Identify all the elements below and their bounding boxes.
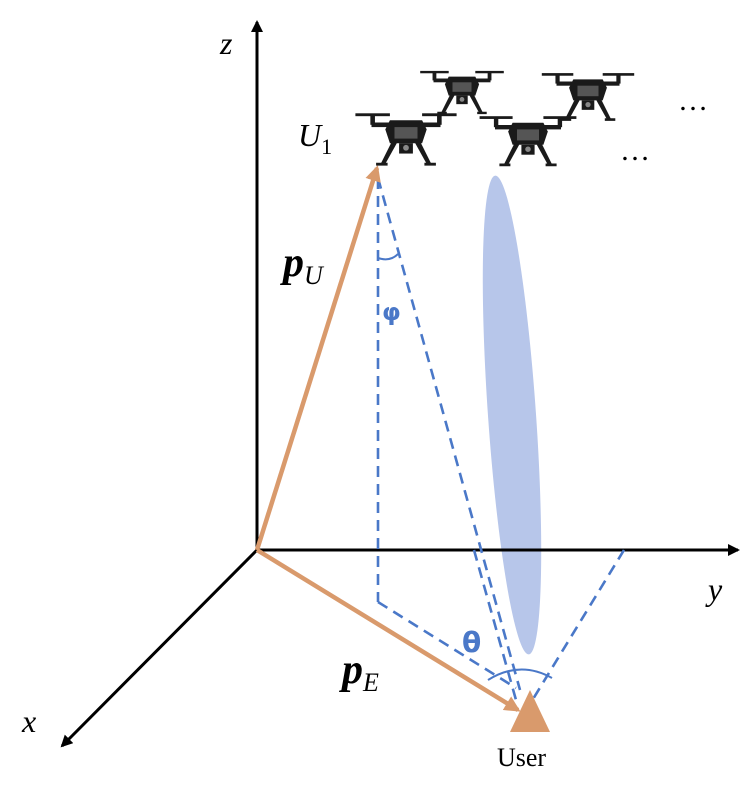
axis-y-label: y	[705, 571, 723, 607]
vector-pu	[254, 165, 381, 551]
beam-ellipse	[482, 175, 542, 655]
dashed-los	[376, 177, 522, 691]
x-axis	[60, 548, 259, 748]
user-label: User	[497, 743, 546, 772]
vector-pu-label: pU	[280, 240, 325, 290]
dashed-geometry	[376, 177, 626, 705]
vector-pu-main: p	[280, 240, 304, 286]
vector-pu-sub: U	[304, 261, 325, 290]
theta-arc	[487, 668, 553, 681]
dashed-right-edge	[528, 549, 626, 705]
quadcopter-icon	[355, 113, 457, 166]
dashed-projection	[377, 600, 517, 690]
uav-label-main: U	[298, 117, 323, 153]
quadcopter-icon	[420, 70, 504, 115]
angle-phi-label: φ	[382, 298, 401, 326]
vector-pe	[255, 548, 521, 712]
vector-pe-sub: E	[362, 668, 379, 697]
quadcopter-icon	[479, 116, 577, 167]
ellipsis-bottom: …	[620, 134, 650, 167]
vector-pe-label: pE	[339, 647, 379, 697]
uav-label: U1	[298, 117, 332, 159]
triangle-user-icon	[510, 690, 550, 732]
ellipsis-top: …	[678, 84, 708, 117]
axis-z-label: z	[219, 25, 233, 61]
axis-x-label: x	[21, 703, 36, 739]
angle-theta-label: θ	[462, 626, 481, 659]
phi-arc	[377, 253, 399, 261]
dashed-mid-edge	[472, 549, 518, 701]
uav-label-sub: 1	[321, 134, 332, 159]
quadcopter-icon	[541, 73, 635, 121]
vector-pe-main: p	[339, 647, 363, 693]
